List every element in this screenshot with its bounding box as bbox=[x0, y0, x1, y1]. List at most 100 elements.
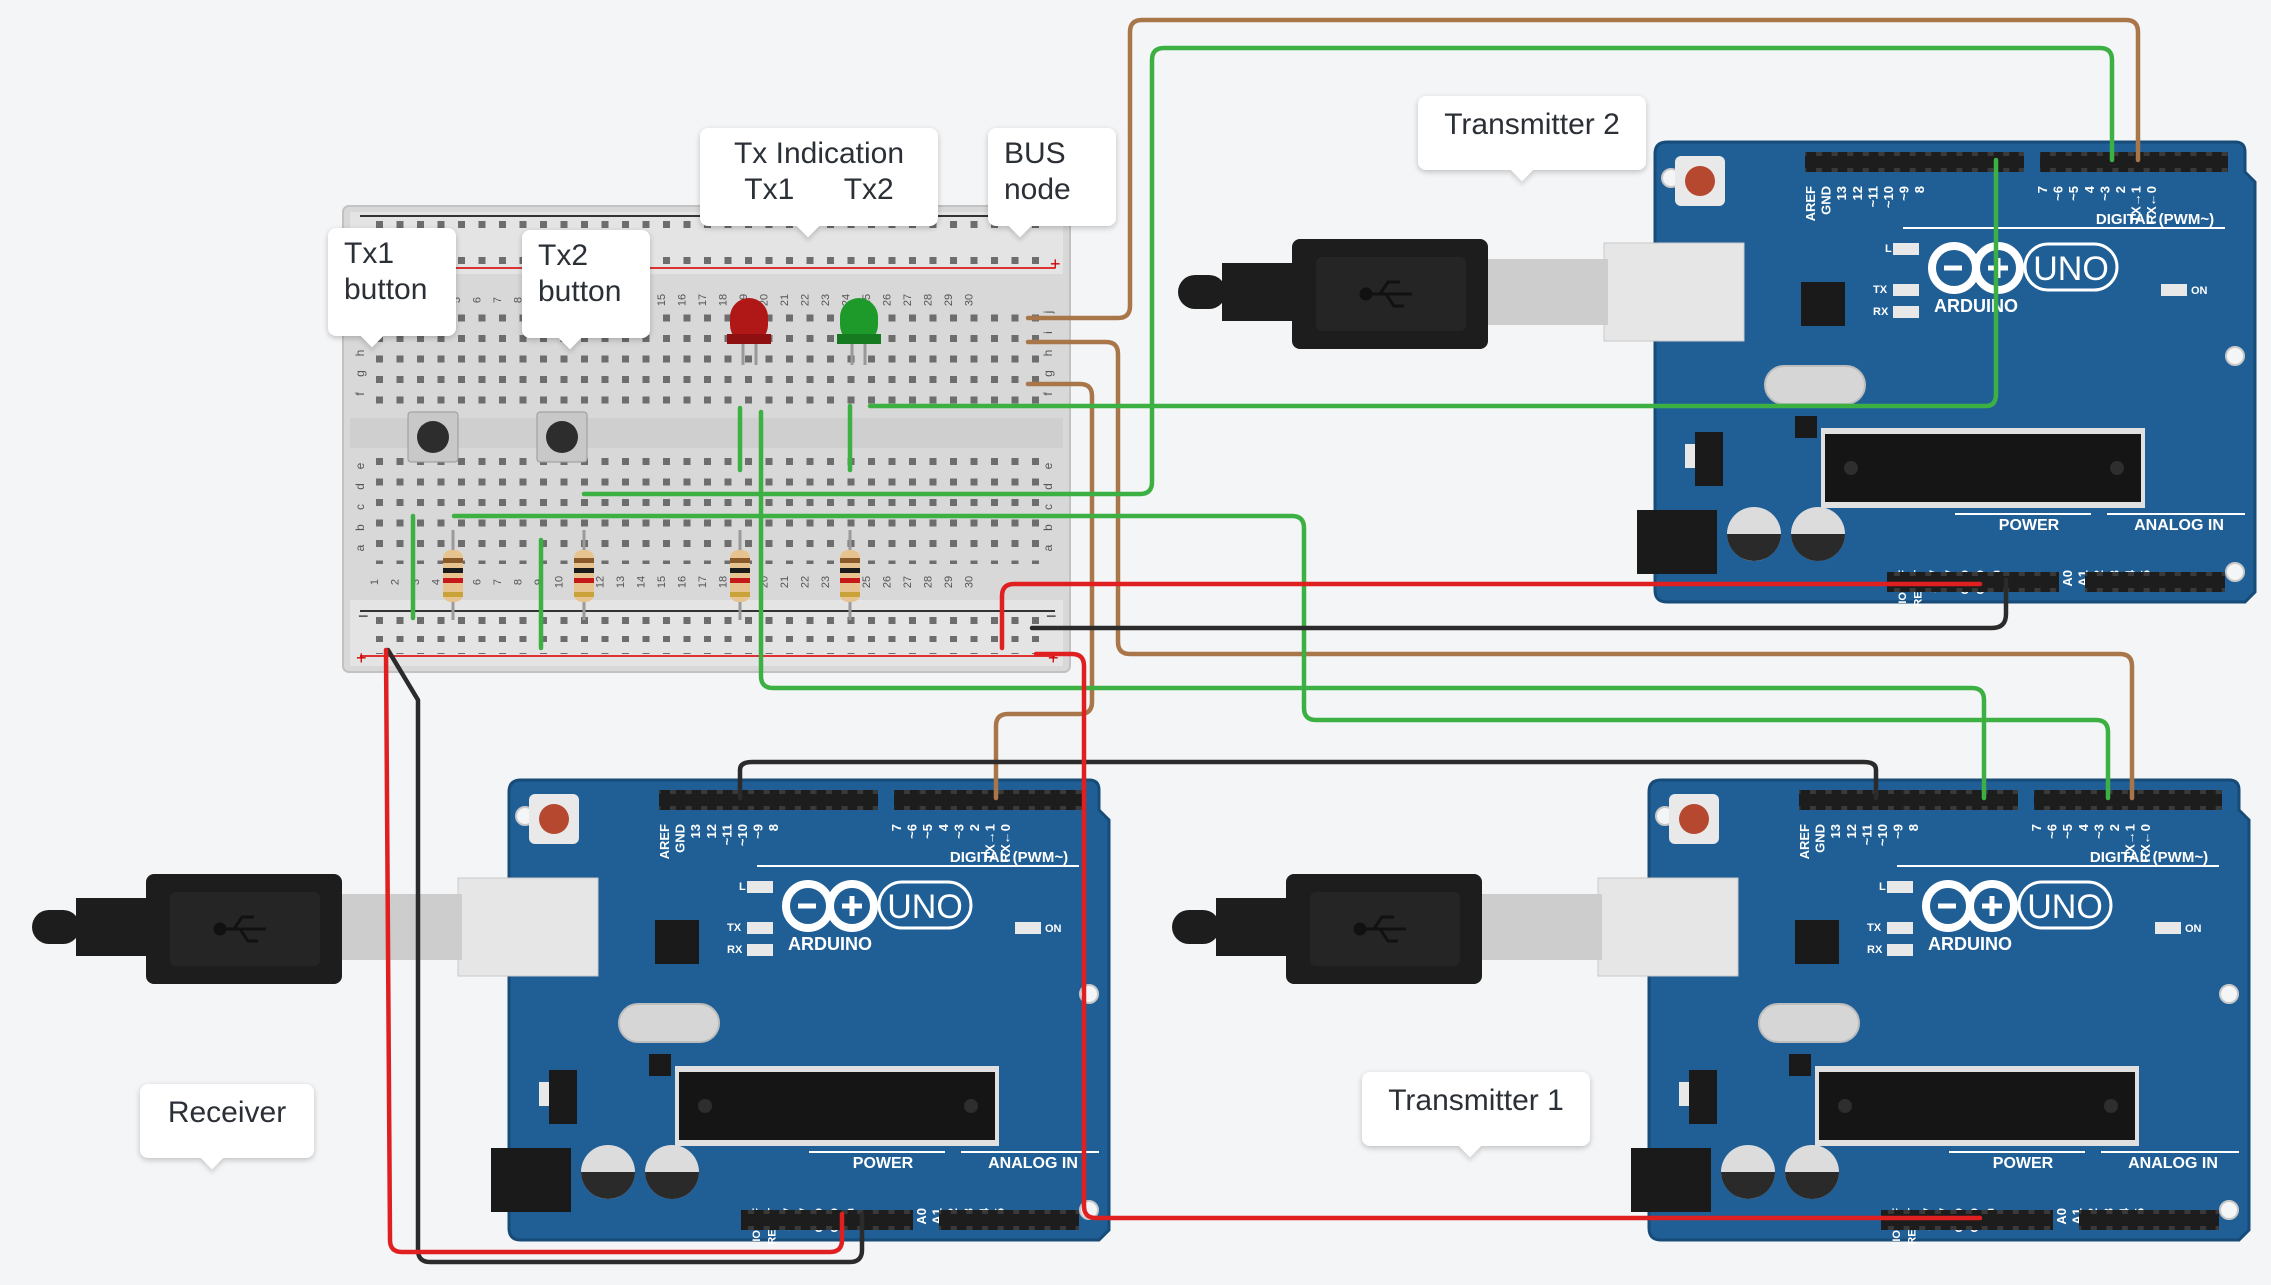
digital-pin-label: TX→1 bbox=[2123, 824, 2138, 861]
dc-power-jack bbox=[1631, 1148, 1711, 1212]
uno-badge bbox=[2017, 880, 2113, 930]
resistor bbox=[443, 530, 463, 620]
column-number: 4 bbox=[431, 579, 443, 585]
analog-header[interactable] bbox=[939, 1210, 1079, 1230]
digital-pin-label: GND bbox=[673, 824, 688, 853]
digital-pin-label: ~11 bbox=[1865, 186, 1880, 207]
row-letter: e bbox=[1041, 462, 1055, 469]
analog-header[interactable] bbox=[2079, 1210, 2219, 1230]
wire-black-gnd-rx-tx1 bbox=[737, 759, 1879, 801]
wire-green-tx2-led bbox=[867, 157, 1999, 409]
digital-pin-label: ~6 bbox=[2045, 824, 2060, 839]
column-number: 23 bbox=[820, 576, 832, 588]
pushbutton-tx2[interactable] bbox=[536, 411, 588, 463]
rail-plus-bottom-right: + bbox=[1048, 648, 1059, 668]
column-number: 6 bbox=[472, 297, 484, 303]
digital-pin-label: AREF bbox=[1797, 824, 1812, 859]
resistors bbox=[443, 530, 860, 620]
on-label: ON bbox=[2191, 285, 2208, 297]
column-number: 30 bbox=[964, 294, 976, 306]
crystal bbox=[1758, 1003, 1860, 1043]
row-letter: c bbox=[353, 504, 367, 510]
arduino-brand-text: ARDUINO bbox=[788, 934, 872, 954]
column-number: 21 bbox=[779, 576, 791, 588]
digital-pin-label: 7 bbox=[2035, 186, 2050, 193]
digital-pin-label: 2 bbox=[967, 824, 982, 831]
column-number: 12 bbox=[595, 576, 607, 588]
on-label: ON bbox=[2185, 923, 2202, 935]
uno-model-text: UNO bbox=[2027, 888, 2103, 926]
digital-pin-label: ~10 bbox=[1875, 824, 1890, 846]
breadboard: + + + − − 123456789101112131415161718192… bbox=[342, 205, 1071, 673]
callout-tx1-button-line2: button bbox=[344, 273, 428, 306]
wire-red-5v-tx2 bbox=[999, 581, 1983, 651]
reset-button[interactable] bbox=[1669, 794, 1719, 844]
analog-in-label: ANALOG IN bbox=[2128, 1155, 2218, 1172]
capacitor bbox=[1727, 507, 1781, 561]
digital-pin-label: 13 bbox=[1828, 824, 1843, 838]
row-letter: e bbox=[353, 462, 367, 469]
digital-pin-label: 13 bbox=[1834, 186, 1849, 200]
pushbutton-tx1[interactable] bbox=[407, 411, 459, 463]
digital-pin-label: AREF bbox=[657, 824, 672, 859]
tx-label: TX bbox=[727, 922, 742, 934]
callout-tx2-button-line1: Tx2 bbox=[538, 239, 589, 272]
column-number: 13 bbox=[615, 576, 627, 588]
callout-bus-node-line1: BUS bbox=[1004, 137, 1066, 170]
digital-pin-label: 8 bbox=[1912, 186, 1927, 193]
row-letter: b bbox=[353, 524, 367, 531]
analog-header[interactable] bbox=[2085, 572, 2225, 592]
usb-icon bbox=[1359, 280, 1412, 308]
usb-cable-transmitter2 bbox=[1178, 239, 1745, 349]
callout-tx-indication-title: Tx Indication bbox=[733, 137, 905, 170]
voltage-regulator bbox=[1695, 432, 1723, 486]
capacitor bbox=[1721, 1145, 1775, 1199]
l-label: L bbox=[739, 881, 746, 893]
usb-icon bbox=[1353, 915, 1406, 943]
usb-cable-receiver bbox=[32, 874, 599, 984]
column-number: 8 bbox=[513, 297, 525, 303]
digital-header-low[interactable] bbox=[2040, 152, 2228, 172]
digital-header-low[interactable] bbox=[894, 790, 1082, 810]
digital-pin-label: 7 bbox=[889, 824, 904, 831]
digital-pwm-label: DIGITAL (PWM~) bbox=[950, 849, 1068, 866]
rx-label: RX bbox=[1867, 944, 1883, 956]
regulator-tab bbox=[1685, 444, 1695, 468]
callout-transmitter2: Transmitter 2 bbox=[1418, 96, 1646, 182]
reset-button[interactable] bbox=[529, 794, 579, 844]
l-led bbox=[1887, 881, 1913, 893]
digital-pin-label: 2 bbox=[2113, 186, 2128, 193]
atmega-chip bbox=[1815, 1066, 2139, 1146]
column-number: 10 bbox=[554, 576, 566, 588]
crystal bbox=[1764, 365, 1866, 405]
digital-header-low[interactable] bbox=[2034, 790, 2222, 810]
capacitor bbox=[581, 1145, 635, 1199]
digital-header-high[interactable] bbox=[659, 790, 878, 810]
rx-label: RX bbox=[1873, 306, 1889, 318]
digital-pin-label: ~10 bbox=[735, 824, 750, 846]
column-number: 30 bbox=[964, 576, 976, 588]
column-number: 29 bbox=[943, 294, 955, 306]
l-led bbox=[747, 881, 773, 893]
row-letter: f bbox=[353, 392, 367, 396]
analog-in-label: ANALOG IN bbox=[2134, 517, 2224, 534]
digital-pin-label: 2 bbox=[2107, 824, 2122, 831]
tx-label: TX bbox=[1867, 922, 1882, 934]
digital-header-high[interactable] bbox=[1805, 152, 2024, 172]
row-letter: a bbox=[1041, 544, 1055, 551]
digital-pin-label: GND bbox=[1813, 824, 1828, 853]
digital-pwm-label: DIGITAL (PWM~) bbox=[2096, 211, 2214, 228]
digital-pin-label: 12 bbox=[704, 824, 719, 838]
power-header[interactable] bbox=[741, 1210, 913, 1230]
regulator-tab bbox=[539, 1082, 549, 1106]
digital-header-high[interactable] bbox=[1799, 790, 2018, 810]
row-letter: i bbox=[1041, 331, 1055, 334]
reset-button[interactable] bbox=[1675, 156, 1725, 206]
column-number: 5 bbox=[451, 297, 463, 303]
resistor bbox=[730, 530, 750, 620]
wire-brown-bus-tx1 bbox=[1025, 339, 2135, 801]
usb-chip bbox=[1795, 920, 1839, 964]
